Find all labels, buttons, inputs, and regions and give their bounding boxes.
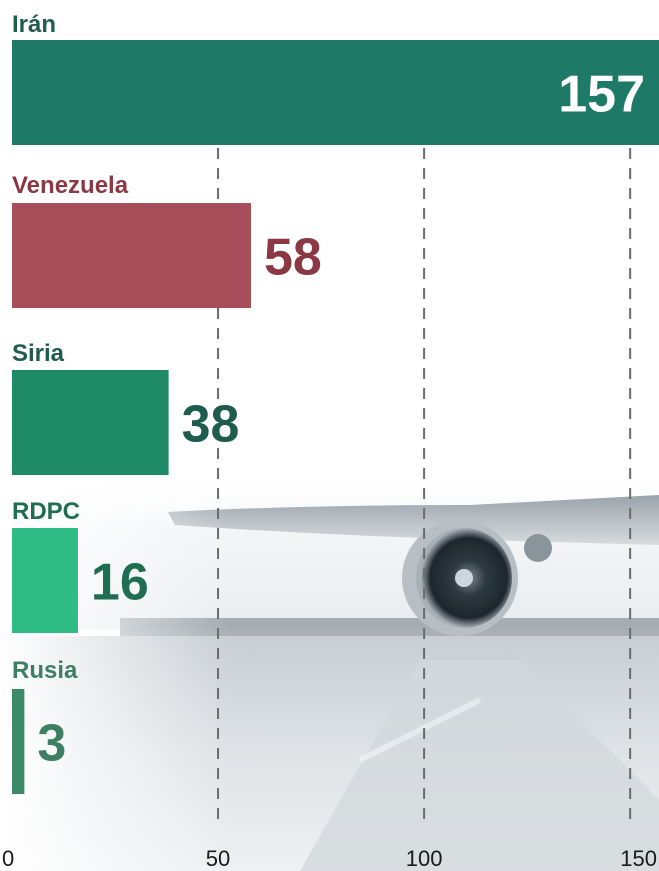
x-axis-ticks: 0 50 100 150 bbox=[2, 846, 657, 871]
x-tick-label-150: 150 bbox=[620, 846, 657, 871]
value-label-1: 58 bbox=[264, 229, 322, 287]
bar-4 bbox=[12, 689, 25, 794]
bar-2 bbox=[12, 370, 169, 475]
value-label-0: 157 bbox=[558, 66, 645, 124]
bar-3 bbox=[12, 528, 78, 633]
x-tick-label-0: 0 bbox=[2, 846, 14, 871]
category-label-2: Siria bbox=[12, 340, 65, 367]
bar-0 bbox=[12, 40, 659, 145]
bars-group bbox=[12, 40, 659, 794]
category-label-0: Irán bbox=[12, 11, 56, 38]
x-tick-label-50: 50 bbox=[206, 846, 230, 871]
value-label-4: 3 bbox=[37, 715, 66, 773]
left-fade bbox=[0, 470, 659, 871]
airplane-runway-background bbox=[0, 470, 659, 871]
value-label-3: 16 bbox=[91, 554, 149, 612]
x-tick-label-100: 100 bbox=[406, 846, 443, 871]
grid-lines bbox=[217, 148, 632, 825]
bar-1 bbox=[12, 203, 252, 308]
value-label-2: 38 bbox=[182, 396, 240, 454]
category-label-1: Venezuela bbox=[12, 172, 129, 199]
category-label-4: Rusia bbox=[12, 657, 78, 684]
category-label-3: RDPC bbox=[12, 498, 80, 525]
